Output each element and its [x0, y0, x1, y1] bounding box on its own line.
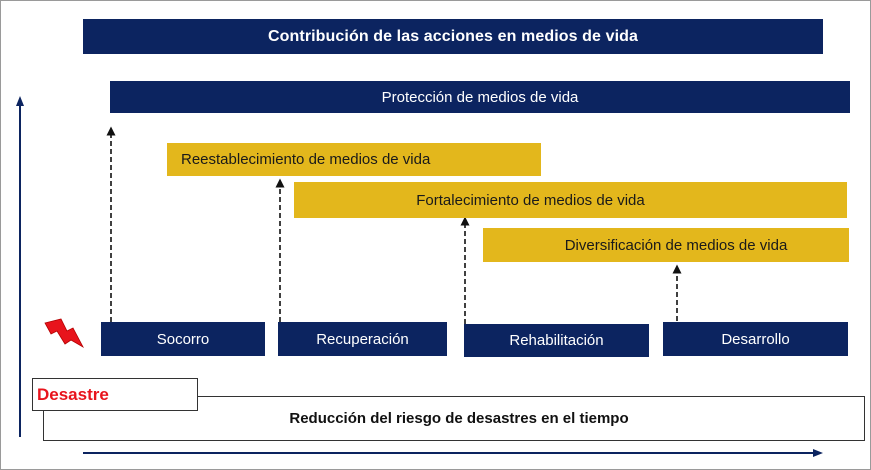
- reestablecimiento-label: Reestablecimiento de medios de vida: [181, 151, 431, 168]
- reestablecimiento-bar: Reestablecimiento de medios de vida: [167, 143, 541, 176]
- lightning-bolt-icon: [44, 318, 85, 349]
- main-title-bar: Contribución de las acciones en medios d…: [83, 19, 823, 54]
- protection-bar: Protección de medios de vida: [110, 81, 850, 113]
- fortalecimiento-label: Fortalecimiento de medios de vida: [416, 191, 645, 209]
- stage-socorro-label: Socorro: [156, 330, 210, 348]
- fortalecimiento-bar: Fortalecimiento de medios de vida: [294, 182, 847, 218]
- stage-rehabilitacion-label: Rehabilitación: [509, 332, 604, 349]
- stage-rehabilitacion: Rehabilitación: [464, 324, 649, 357]
- stage-desarrollo: Desarrollo: [663, 322, 848, 356]
- stage-recuperacion-label: Recuperación: [316, 330, 409, 348]
- stage-socorro: Socorro: [101, 322, 265, 356]
- diversificacion-bar: Diversificación de medios de vida: [483, 228, 849, 262]
- main-title: Contribución de las acciones en medios d…: [267, 27, 639, 45]
- disaster-label: Desastre: [37, 384, 109, 404]
- diversificacion-label: Diversificación de medios de vida: [564, 236, 788, 254]
- disaster-box: Desastre: [32, 378, 198, 411]
- stage-desarrollo-label: Desarrollo: [721, 330, 790, 348]
- protection-label: Protección de medios de vida: [381, 88, 579, 106]
- stage-recuperacion: Recuperación: [278, 322, 447, 356]
- risk-reduction-label: Reducción del riesgo de desastres en el …: [289, 410, 629, 427]
